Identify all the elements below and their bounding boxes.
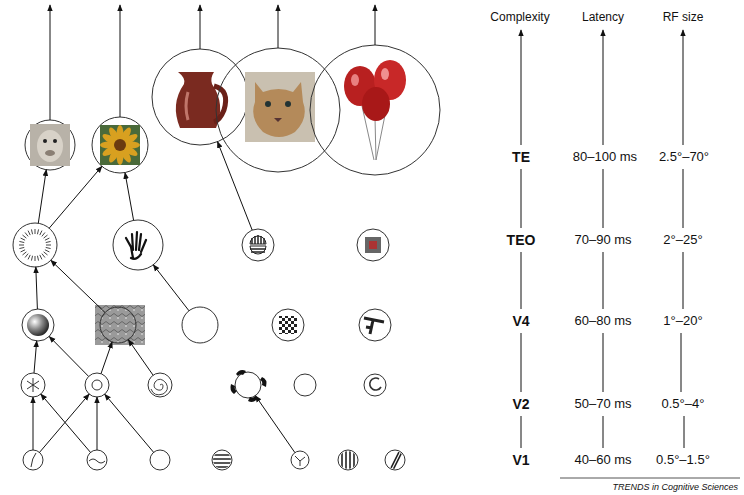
area-name: V1 [512,452,529,468]
sunburst-tick [44,252,48,255]
sunburst-tick [46,241,51,242]
feedforward-arrow [128,340,153,376]
sunburst-tick [31,256,32,261]
axis-heading: RF size [663,11,704,25]
sunburst-tick [37,229,38,234]
sunburst-tick [28,231,30,236]
sunburst-tick [35,256,36,261]
rf-size-value: 0.5°–4° [662,397,705,412]
area-name: TE [512,149,530,165]
rf-size-value: 2.5°–70° [659,150,709,165]
feedforward-arrow [218,142,253,230]
feedforward-arrow [33,397,34,450]
feedforward-arrow [34,341,37,373]
sunburst-tick [44,235,48,238]
latency-value: 50–70 ms [575,397,632,412]
area-name: V4 [512,313,529,329]
sunburst-tick [42,232,45,236]
sunburst-tick [42,254,45,258]
sunburst-tick [37,256,38,261]
feedforward-arrow [41,394,91,452]
sunburst-tick [25,254,28,258]
sunburst-tick [19,241,24,242]
feedforward-arrow [153,265,189,311]
feedforward-arrow [97,397,98,450]
feedforward-arrow [49,336,88,376]
feedforward-arrow [49,166,102,228]
area-name: TEO [507,232,536,248]
sunburst-tick [21,250,26,252]
feedforward-arrow [255,396,295,453]
latency-value: 70–90 ms [575,233,632,248]
sunburst-tick [35,229,36,234]
feedforward-arrow [105,394,154,452]
sunburst-tick [45,238,50,240]
sunburst-tick [22,235,26,238]
area-name: V2 [512,396,529,412]
latency-value: 40–60 ms [575,453,632,468]
sunburst-tick [31,229,32,234]
feedforward-arrow [51,260,105,312]
feedforward-arrow [38,170,46,224]
source-credit: TRENDS in Cognitive Sciences [612,482,738,492]
rf-size-value: 1°–20° [663,314,702,329]
sunburst-tick [19,245,24,246]
feedforward-arrow [125,173,134,221]
sunburst-tick [22,252,26,255]
sunburst-tick [25,232,28,236]
sunburst-tick [46,245,51,246]
feedforward-arrow [40,394,90,452]
sunburst-tick [40,231,42,236]
axis-heading: Latency [582,11,624,25]
rf-size-value: 2°–25° [663,233,702,248]
sunburst-tick [19,247,24,248]
axis-heading: Complexity [490,11,549,25]
sunburst-tick [40,255,42,260]
latency-value: 60–80 ms [575,314,632,329]
feedforward-arrow [36,267,38,309]
sunburst-tick [21,238,26,240]
rf-size-value: 0.5°–1.5° [656,453,710,468]
sunburst-tick [45,250,50,252]
feedforward-arrow [101,342,112,374]
latency-value: 80–100 ms [573,150,637,165]
sunburst-tick [28,255,30,260]
sunburst-tick [46,247,51,248]
